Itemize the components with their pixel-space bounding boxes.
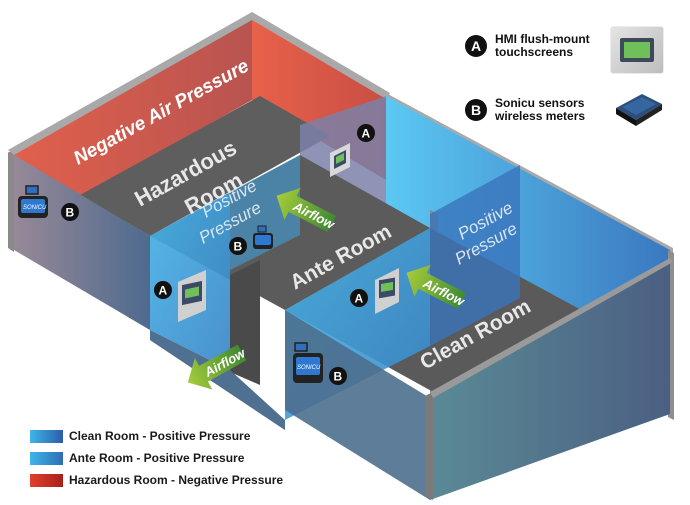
hmi-panel-ante [178, 270, 206, 322]
legend-swatch-hazardous [30, 473, 63, 487]
hmi-panel-clean [375, 268, 399, 314]
ante-front-wall-right [230, 155, 300, 270]
hmi-touchscreen-icon [611, 27, 663, 73]
badge-a-ante: A [154, 281, 172, 299]
hmi-panel-hazardous [330, 143, 350, 177]
legend-swatch-clean [30, 429, 63, 443]
svg-text:B: B [334, 370, 343, 384]
legend-label-clean: Clean Room - Positive Pressure [69, 429, 251, 443]
sonicu-sensor-ante [253, 225, 273, 249]
legend-item-clean: Clean Room - Positive Pressure [30, 425, 283, 447]
key-hmi-line1: HMI flush-mount [495, 32, 590, 46]
arrow-left-icon [276, 187, 336, 232]
legend-label-ante: Ante Room - Positive Pressure [69, 451, 245, 465]
hazardous-floor [80, 96, 330, 236]
key-sonicu-line1: Sonicu sensors [495, 96, 585, 110]
key-item-hmi: A HMI flush-mount touchscreens [465, 33, 590, 59]
svg-text:SONICU: SONICU [297, 365, 321, 371]
svg-text:A: A [362, 127, 371, 141]
sonicu-sensor-clean: SONICU [293, 342, 323, 383]
badge-b-icon: B [465, 99, 487, 121]
sonicu-sensor-hazardous: SONICU [18, 185, 48, 218]
badge-a-icon: A [465, 35, 487, 57]
sonicu-sensor-icon [616, 94, 662, 126]
legend-label-hazardous: Hazardous Room - Negative Pressure [69, 473, 284, 487]
svg-text:A: A [355, 292, 364, 306]
badge-b-ante: B [229, 237, 247, 255]
key-hmi-line2: touchscreens [495, 45, 574, 59]
badge-a-clean: A [350, 289, 368, 307]
arrow-down-left-icon [187, 344, 247, 390]
hazardous-back-wall-left [8, 16, 252, 238]
svg-text:B: B [234, 240, 243, 254]
legend-item-hazardous: Hazardous Room - Negative Pressure [30, 469, 283, 491]
legend-swatch-ante [30, 451, 63, 465]
badge-a-hazardous: A [357, 124, 375, 142]
svg-text:B: B [66, 206, 75, 220]
badge-b-hazardous: B [61, 203, 79, 221]
badge-b-clean: B [329, 367, 347, 385]
left-wall-edge [8, 152, 14, 252]
arrow-left-icon [406, 264, 466, 309]
key-item-sonicu: B Sonicu sensors wireless meters [465, 97, 585, 123]
key-sonicu-line2: wireless meters [495, 109, 586, 123]
ante-lower-front [150, 330, 285, 430]
clean-front-wall [430, 262, 670, 500]
svg-text:SONICU: SONICU [23, 205, 47, 211]
clean-front-edge [425, 392, 433, 500]
legend: Clean Room - Positive Pressure Ante Room… [30, 425, 283, 491]
legend-item-ante: Ante Room - Positive Pressure [30, 447, 283, 469]
clean-top-edge [430, 258, 673, 398]
svg-text:A: A [159, 284, 168, 298]
